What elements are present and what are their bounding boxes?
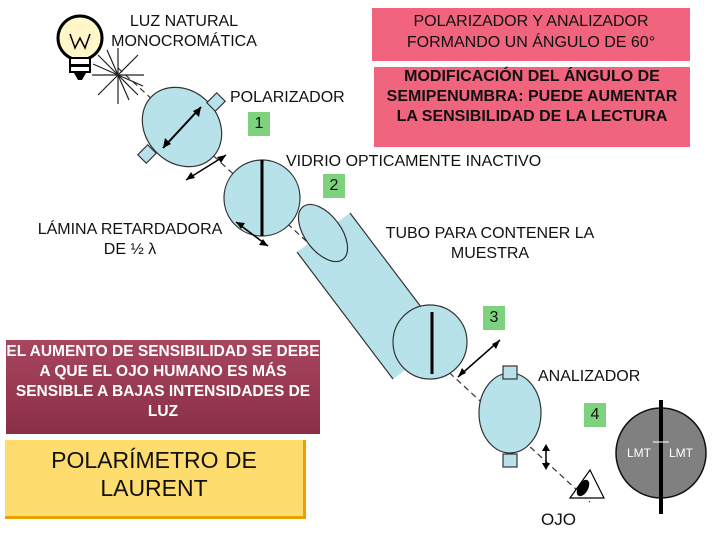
field-of-view-disc xyxy=(615,400,707,514)
sensitivity-note-box: EL AUMENTO DE SENSIBILIDAD SE DEBE A QUE… xyxy=(6,340,320,434)
lightbulb-icon xyxy=(56,14,104,80)
retarder-glass-disc xyxy=(185,154,301,247)
polarimeter-title-box: POLARÍMETRO DE LAURENT xyxy=(5,440,306,519)
sample-tube xyxy=(296,203,501,380)
lmt-label-right: LMT xyxy=(669,446,693,460)
retarder-label-line1: LÁMINA RETARDADORA xyxy=(37,221,223,238)
natural-light-label: LUZ NATURAL MONOCROMÁTICA xyxy=(111,13,257,50)
polarizer-analyzer-box: POLARIZADOR Y ANALIZADOR FORMANDO UN ÁNG… xyxy=(372,8,690,61)
eye-icon xyxy=(568,468,605,499)
polarizer-component xyxy=(136,86,227,168)
angle-modification-box: MODIFICACIÓN DEL ÁNGULO DE SEMIPENUMBRA:… xyxy=(374,67,690,147)
polarizer-label: POLARIZADOR xyxy=(230,89,345,106)
marker-2: 2 xyxy=(323,174,345,198)
analyzer-label: ANALIZADOR xyxy=(538,368,641,385)
marker-3: 3 xyxy=(483,306,505,330)
lmt-label-left: LMT xyxy=(627,446,651,460)
glass-label: VIDRIO OPTICAMENTE INACTIVO xyxy=(286,153,542,170)
eye-label: OJO xyxy=(541,510,576,529)
analyzer-component xyxy=(478,365,550,470)
marker-4: 4 xyxy=(584,403,606,427)
tube-label: TUBO PARA CONTENER LA MUESTRA xyxy=(385,225,595,262)
retarder-label-line2: DE ½ λ xyxy=(103,241,157,258)
marker-1: 1 xyxy=(248,112,270,136)
light-rays xyxy=(92,48,144,104)
retarder-label: LÁMINA RETARDADORA DE ½ λ xyxy=(30,220,230,260)
